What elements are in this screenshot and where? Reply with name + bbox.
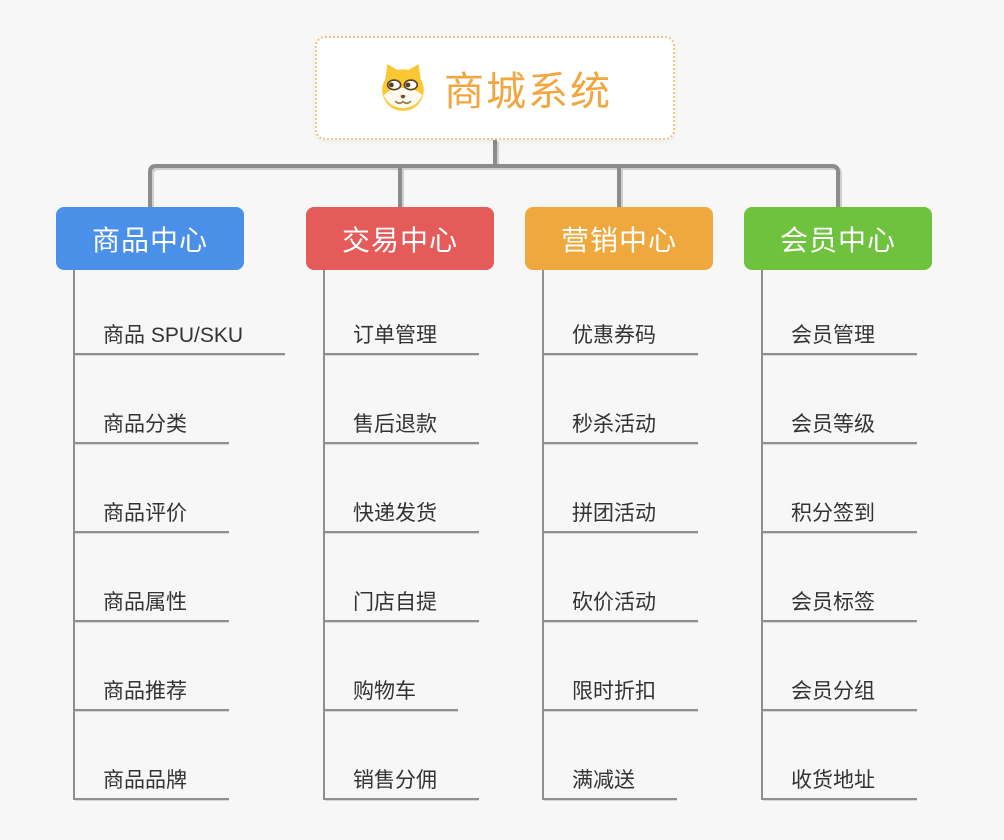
child-node-label: 会员管理	[791, 323, 875, 347]
child-node[interactable]: 快递发货	[325, 444, 479, 533]
child-node[interactable]: 秒杀活动	[544, 355, 698, 444]
child-node[interactable]: 商品 SPU/SKU	[75, 270, 286, 355]
root-node[interactable]: 商城系统	[315, 36, 675, 140]
child-node-label: 积分签到	[791, 501, 875, 525]
branch-node[interactable]: 营销中心	[525, 207, 713, 270]
dog-face-icon	[378, 63, 428, 113]
child-node-label: 销售分佣	[353, 768, 437, 792]
child-node-label: 秒杀活动	[572, 412, 656, 436]
child-node[interactable]: 限时折扣	[544, 622, 698, 711]
child-node-label: 商品评价	[103, 501, 187, 525]
child-node[interactable]: 门店自提	[325, 533, 479, 622]
child-node[interactable]: 会员分组	[763, 622, 917, 711]
child-node[interactable]: 销售分佣	[325, 711, 479, 800]
child-node-label: 拼团活动	[572, 501, 656, 525]
child-node[interactable]: 商品属性	[75, 533, 229, 622]
branch-children-column: 优惠券码秒杀活动拼团活动砍价活动限时折扣满减送	[542, 270, 698, 800]
child-node[interactable]: 会员管理	[763, 270, 917, 355]
child-node[interactable]: 购物车	[325, 622, 458, 711]
root-title: 商城系统	[444, 70, 612, 114]
child-node-label: 门店自提	[353, 590, 437, 614]
child-node-label: 商品推荐	[103, 679, 187, 703]
child-node-label: 会员标签	[791, 590, 875, 614]
child-node[interactable]: 商品评价	[75, 444, 229, 533]
child-node-label: 订单管理	[353, 323, 437, 347]
branch-children-column: 会员管理会员等级积分签到会员标签会员分组收货地址	[761, 270, 917, 800]
child-node-label: 限时折扣	[572, 679, 656, 703]
child-node[interactable]: 商品推荐	[75, 622, 229, 711]
branch-children-column: 订单管理售后退款快递发货门店自提购物车销售分佣	[323, 270, 479, 800]
branch-node[interactable]: 商品中心	[56, 207, 244, 270]
child-node-label: 快递发货	[353, 501, 437, 525]
child-node[interactable]: 会员标签	[763, 533, 917, 622]
child-node[interactable]: 积分签到	[763, 444, 917, 533]
child-node[interactable]: 满减送	[544, 711, 677, 800]
child-node[interactable]: 砍价活动	[544, 533, 698, 622]
child-node[interactable]: 订单管理	[325, 270, 479, 355]
child-node-label: 售后退款	[353, 412, 437, 436]
child-node[interactable]: 优惠券码	[544, 270, 698, 355]
child-node-label: 会员等级	[791, 412, 875, 436]
child-node-label: 优惠券码	[572, 323, 656, 347]
child-node[interactable]: 商品分类	[75, 355, 229, 444]
branch-node[interactable]: 交易中心	[306, 207, 494, 270]
child-node[interactable]: 会员等级	[763, 355, 917, 444]
branch-children-column: 商品 SPU/SKU 商品分类商品评价商品属性商品推荐商品品牌	[73, 270, 286, 800]
child-node-label: 商品属性	[103, 590, 187, 614]
child-node-label: 砍价活动	[572, 590, 656, 614]
child-node-label: 商品品牌	[103, 768, 187, 792]
child-node-label: 商品 SPU/SKU	[103, 323, 244, 347]
child-node[interactable]: 商品品牌	[75, 711, 229, 800]
child-node-label: 收货地址	[791, 768, 875, 792]
child-node-label: 购物车	[353, 679, 416, 703]
child-node[interactable]: 拼团活动	[544, 444, 698, 533]
child-node[interactable]: 收货地址	[763, 711, 917, 800]
branch-node[interactable]: 会员中心	[744, 207, 932, 270]
child-node-label: 商品分类	[103, 412, 187, 436]
child-node-label: 满减送	[572, 768, 635, 792]
child-node[interactable]: 售后退款	[325, 355, 479, 444]
child-node-label: 会员分组	[791, 679, 875, 703]
